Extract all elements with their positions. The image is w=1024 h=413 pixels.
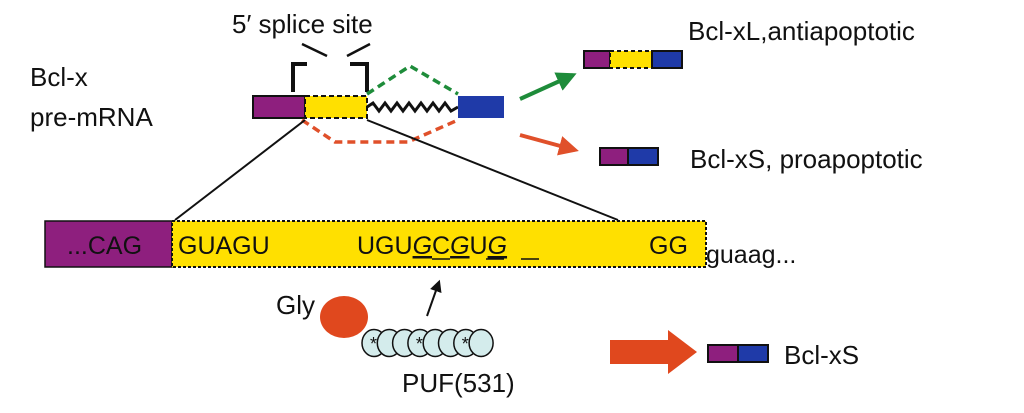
xs-mrna-purple (599, 147, 629, 166)
puf-star-mark: * (370, 334, 377, 354)
motif-ugu: UGU (357, 232, 413, 260)
gly-label: Gly (276, 290, 315, 320)
exon-yellow-alt (304, 95, 368, 119)
intron-zigzag (366, 100, 459, 114)
xl-mrna-yellow (609, 50, 653, 69)
seq-exon-purple (44, 220, 173, 268)
xl-mrna-blue (651, 50, 683, 69)
bcl-xl-label: Bcl-xL,antiapoptotic (688, 16, 915, 46)
zoom-line-left (174, 119, 306, 221)
motif-g3: G (488, 232, 507, 260)
motif-c: C (432, 232, 450, 260)
xs-mrna-blue (627, 147, 659, 166)
splice-site-bracket (301, 42, 371, 58)
motif-g1: G (413, 232, 432, 260)
seq-motif-guagu: GUAGU (178, 232, 270, 260)
splice-bracket-left (291, 62, 307, 92)
bcl-xs-proapoptotic-label: Bcl-xS, proapoptotic (690, 144, 923, 174)
zoom-line-right (366, 119, 619, 221)
exon-purple (252, 95, 306, 119)
splice-bracket-right (350, 62, 369, 92)
gly-domain (320, 296, 368, 338)
puf-star-mark: * (416, 334, 423, 354)
motif-u: U (470, 232, 488, 260)
puf-repeat (468, 328, 494, 358)
puf-star-mark: * (462, 334, 469, 354)
seq-puf-binding-motif: UGUGCGUG (357, 232, 507, 260)
outcome-arrow (610, 330, 697, 374)
puf-label: PUF(531) (402, 368, 515, 398)
outcome-mrna-blue (737, 344, 769, 363)
bcl-xl-splice-path (366, 63, 459, 96)
seq-intron-tail: guaag... (706, 241, 796, 269)
exon-blue (458, 96, 504, 118)
seq-exon-end: ...CAG (67, 232, 142, 260)
gene-label-line2: pre-mRNA (30, 102, 153, 132)
outcome-mrna-purple (707, 344, 739, 363)
seq-motif-gg: GG (649, 232, 688, 260)
bcl-xl-arrow (519, 72, 577, 101)
puf-repeat-chain: * * * (361, 328, 494, 358)
splice-site-label: 5′ splice site (232, 9, 373, 39)
bcl-xs-splice-path (301, 118, 459, 144)
xl-mrna-purple (583, 50, 611, 69)
motif-g2: G (450, 232, 469, 260)
bcl-xs-arrow (519, 133, 579, 156)
bcl-xs-outcome-label: Bcl-xS (784, 340, 859, 370)
binding-arrow (426, 279, 442, 317)
gene-label-line1: Bcl-x (30, 62, 88, 92)
